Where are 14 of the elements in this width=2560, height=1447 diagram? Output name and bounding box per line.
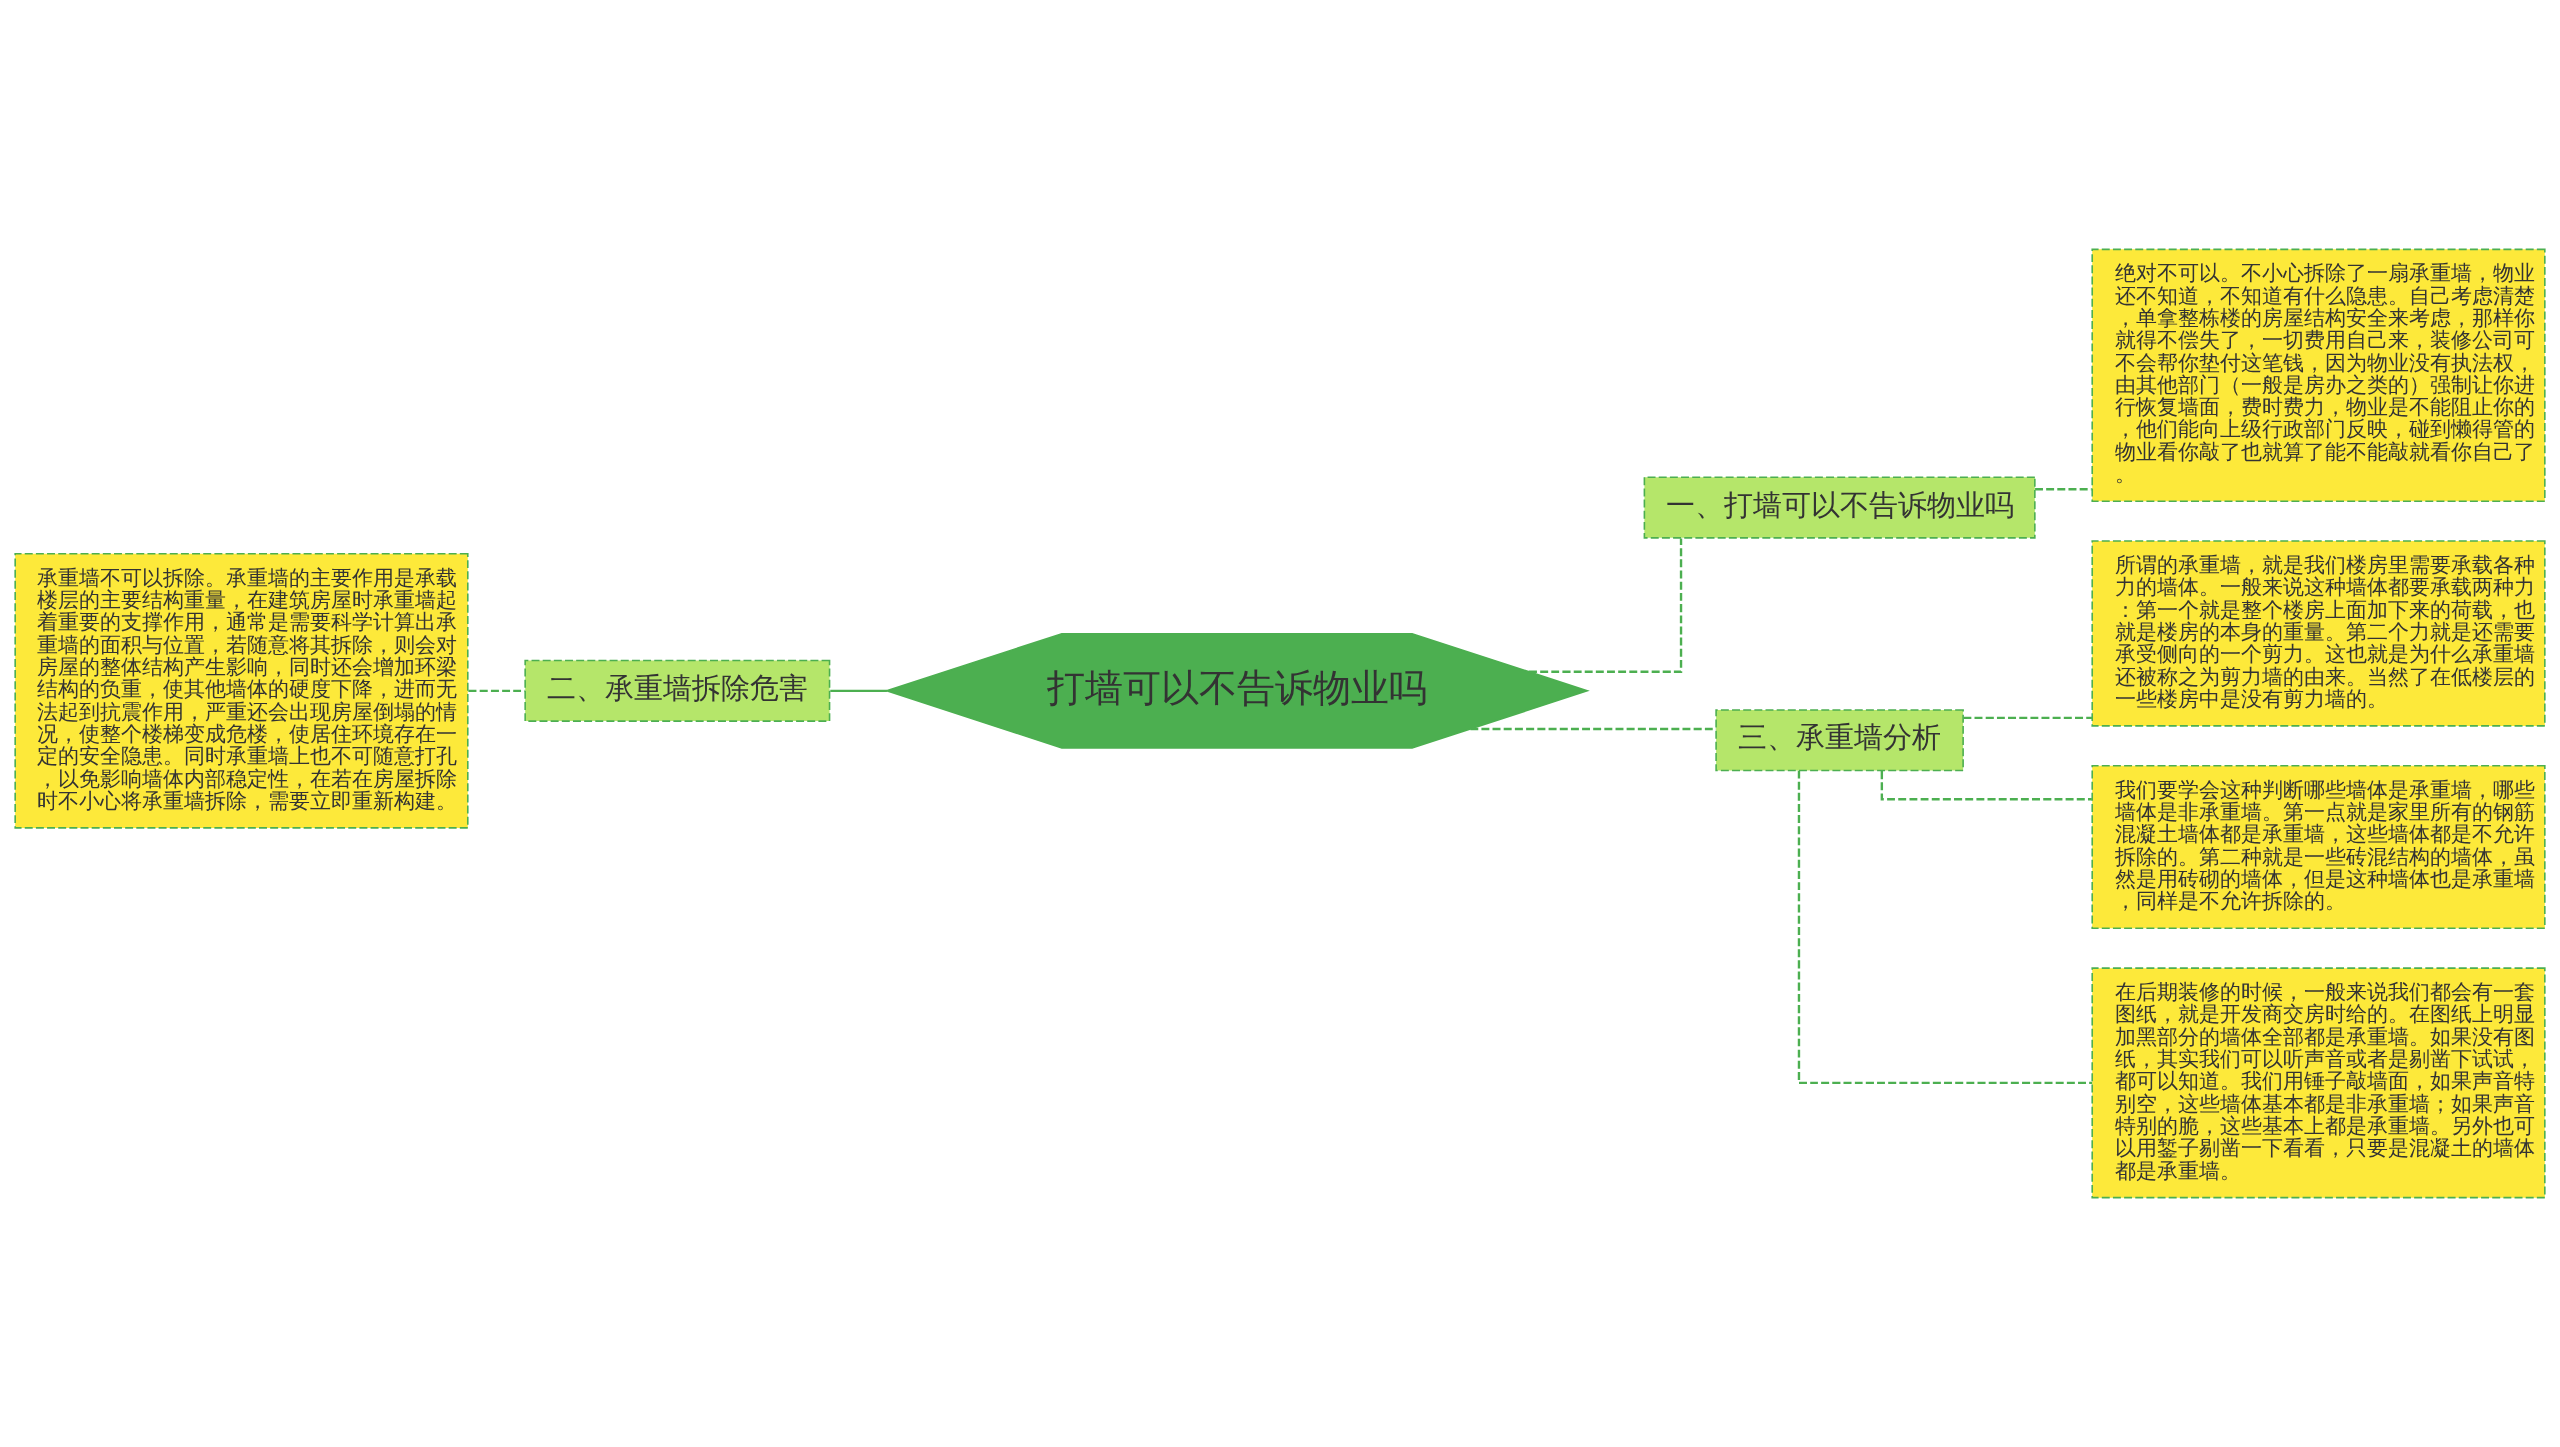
node-box: 绝对不可以。不小心拆除了一扇承重墙，物业还不知道，不知道有什么隐患。自己考虑清楚，单拿整栋楼的房屋结构安全来考虑，那样你就得不偿失了，一切费用自己来，装修公司可不会帮你垫付这笔钱，因为物业没有执法权，由其他部门（一般是房办之类的）强制让你进行恢复墙面，费时费力，物业是不能阻止你的，他们能向上级行政部门反映，碰到懒得管的物业看你敲了也就算了能不能敲就看你自己了。 bbox=[2091, 248, 2546, 502]
connector bbox=[1963, 716, 2092, 720]
node-box: 二、承重墙拆除危害 bbox=[524, 659, 831, 722]
node-box: 我们要学会这种判断哪些墙体是承重墙，哪些墙体是非承重墙。第一点就是家里所有的钢筋混凝土墙体都是承重墙，这些墙体都是不允许拆除的。第二种就是一些砖混结构的墙体，虽然是用砖砌的墙体，但是这种墙体也是承重墙，同样是不允许拆除的。 bbox=[2091, 764, 2546, 930]
connector bbox=[468, 689, 525, 693]
connector bbox=[830, 689, 887, 693]
node-box: 在后期装修的时候，一般来说我们都会有一套图纸，就是开发商交房时给的。在图纸上明显加黑部分的墙体全部都是承重墙。如果没有图纸，其实我们可以听声音或者是剔凿下试试，都可以知道。我们用锤子敲墙面，如果声音特别空，这些墙体基本都是非承重墙；如果声音特别的脆，这些基本上都是承重墙。另外也可以用錾子剔凿一下看看，只要是混凝土的墙体都是承重墙。 bbox=[2091, 967, 2546, 1199]
connector bbox=[1797, 770, 2093, 1085]
node-box: 所谓的承重墙，就是我们楼房里需要承载各种力的墙体。一般来说这种墙体都要承载两种力：第一个就是整个楼房上面加下来的荷载，也就是楼房的本身的重量。第二个力就是还需要承受侧向的一个剪力。这也就是为什么承重墙还被称之为剪力墙的由来。当然了在低楼层的一些楼房中是没有剪力墙的。 bbox=[2091, 540, 2546, 727]
node-box: 三、承重墙分析 bbox=[1715, 709, 1964, 772]
node-box: 承重墙不可以拆除。承重墙的主要作用是承载楼层的主要结构重量，在建筑房屋时承重墙起着重要的支撑作用，通常是需要科学计算出承重墙的面积与位置，若随意将其拆除，则会对房屋的整体结构产生影响，同时还会增加环梁结构的负重，使其他墙体的硬度下降，进而无法起到抗震作用，严重还会出现房屋倒塌的情况，使整个楼梯变成危楼，使居住环境存在一定的安全隐患。同时承重墙上也不可随意打孔，以免影响墙体内部稳定性，在若在房屋拆除时不小心将承重墙拆除，需要立即重新构建。 bbox=[14, 552, 469, 829]
connector bbox=[1528, 538, 1683, 673]
connector bbox=[2035, 488, 2092, 491]
node-box: 一、打墙可以不告诉物业吗 bbox=[1643, 476, 2036, 539]
